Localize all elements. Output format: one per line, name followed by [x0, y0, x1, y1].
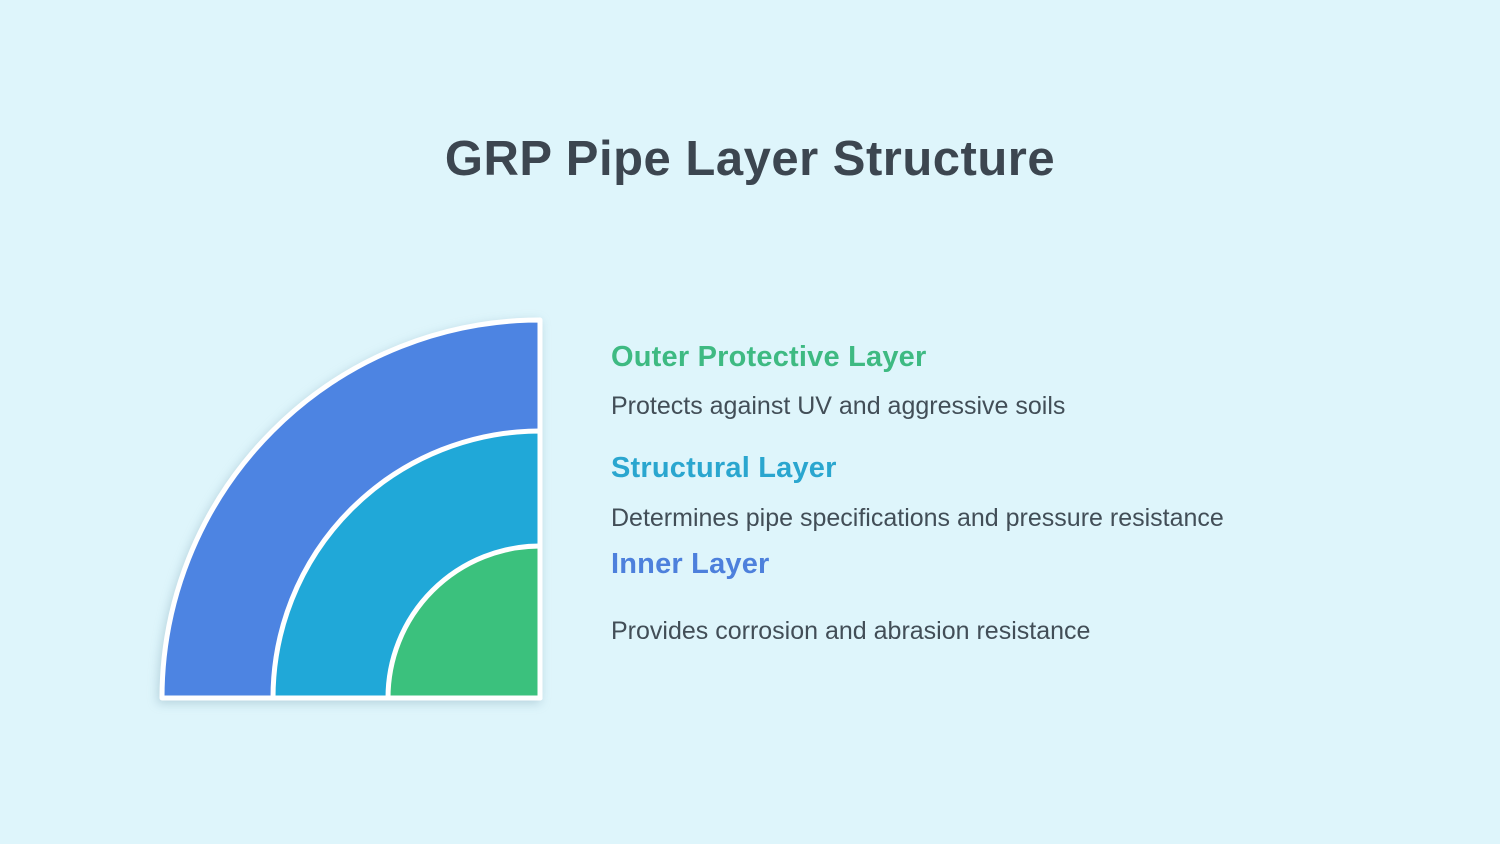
structural-layer-description: Determines pipe specifications and press…	[611, 504, 1224, 532]
inner-layer-description: Provides corrosion and abrasion resistan…	[611, 617, 1091, 645]
outer-layer-heading: Outer Protective Layer	[611, 341, 927, 373]
inner-layer-heading: Inner Layer	[611, 548, 770, 580]
inner-ring-shape	[385, 543, 543, 701]
quarter-rings-svg	[159, 317, 543, 701]
outer-layer-description: Protects against UV and aggressive soils	[611, 392, 1066, 420]
pipe-layer-diagram	[150, 308, 550, 708]
structural-layer-heading: Structural Layer	[611, 452, 837, 484]
page-title: GRP Pipe Layer Structure	[444, 132, 1056, 186]
